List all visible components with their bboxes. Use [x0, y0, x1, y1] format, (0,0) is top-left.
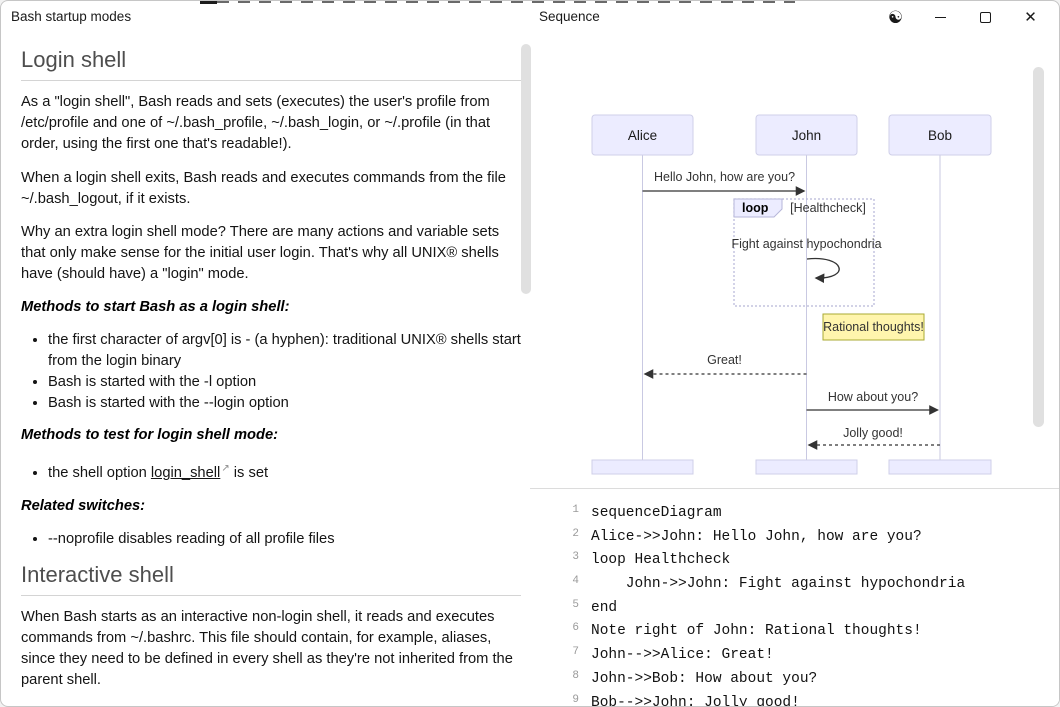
code-editor[interactable]: 1 sequenceDiagram 2 Alice->>John: Hello Jo… — [531, 489, 1060, 707]
line-number: 7 — [557, 641, 579, 665]
list-item: Bash is started with the --login option — [48, 393, 521, 414]
code-line[interactable]: 7 John-->>Alice: Great! — [557, 644, 1060, 668]
external-link-icon: ↗ — [221, 463, 229, 474]
paragraph: When a login shell exits, Bash reads and… — [21, 168, 521, 210]
code-text: Alice->>John: Hello John, how are you? — [591, 529, 922, 545]
line-number: 4 — [557, 570, 579, 594]
loop-label: loop — [742, 201, 769, 215]
line-number: 6 — [557, 617, 579, 641]
sequence-diagram: Alice John Bob Hello John, how are you? … — [531, 1, 1060, 488]
code-text: end — [591, 600, 617, 616]
section-heading-login-shell: Login shell — [21, 47, 521, 81]
list-item: the shell option login_shell↗ is set — [48, 458, 521, 484]
login-shell-link[interactable]: login_shell — [151, 465, 220, 481]
message-label: How about you? — [828, 390, 918, 404]
line-number: 2 — [557, 523, 579, 547]
document-pane: Login shell As a "login shell", Bash rea… — [21, 47, 521, 704]
list-item-text: is set — [230, 465, 268, 481]
code-text: John-->>Alice: Great! — [591, 647, 774, 663]
loop-condition: [Healthcheck] — [790, 201, 866, 215]
document-scrollbar[interactable] — [521, 44, 531, 294]
code-line[interactable]: 6 Note right of John: Rational thoughts! — [557, 620, 1060, 644]
self-message-arrow — [807, 259, 839, 278]
code-text: Note right of John: Rational thoughts! — [591, 623, 922, 639]
actor-box-bob-bottom — [889, 460, 991, 474]
code-text: John->>John: Fight against hypochondria — [591, 576, 965, 592]
code-line[interactable]: 3 loop Healthcheck — [557, 549, 1060, 573]
message-label: Great! — [707, 353, 742, 367]
code-line[interactable]: 1 sequenceDiagram — [557, 502, 1060, 526]
paragraph: As a "login shell", Bash reads and sets … — [21, 92, 521, 156]
actor-label-bob: Bob — [928, 128, 952, 143]
actor-box-alice-bottom — [592, 460, 693, 474]
list-item: the first character of argv[0] is - (a h… — [48, 330, 521, 372]
list-item: Bash is started with the -l option — [48, 372, 521, 393]
actor-box-john-bottom — [756, 460, 857, 474]
note-label: Rational thoughts! — [823, 320, 924, 334]
list-item: --noprofile disables reading of all prof… — [48, 529, 521, 550]
code-text: Bob-->>John: Jolly good! — [591, 695, 800, 707]
code-line[interactable]: 5 end — [557, 597, 1060, 621]
paragraph: When Bash starts as an interactive non-l… — [21, 607, 521, 692]
line-number: 8 — [557, 665, 579, 689]
line-number: 3 — [557, 546, 579, 570]
bullet-list: the shell option login_shell↗ is set — [21, 458, 521, 484]
bullet-list: --noprofile disables reading of all prof… — [21, 529, 521, 550]
code-line[interactable]: 8 John->>Bob: How about you? — [557, 668, 1060, 692]
actor-label-alice: Alice — [628, 128, 657, 143]
code-text: sequenceDiagram — [591, 505, 722, 521]
subheading-methods-test: Methods to test for login shell mode: — [21, 427, 521, 443]
code-text: loop Healthcheck — [591, 552, 730, 568]
message-label: Jolly good! — [843, 426, 903, 440]
message-label: Hello John, how are you? — [654, 170, 795, 184]
background-window-edge — [200, 1, 217, 4]
self-message-label: Fight against hypochondria — [731, 237, 881, 251]
code-text: John->>Bob: How about you? — [591, 671, 817, 687]
subheading-methods-start: Methods to start Bash as a login shell: — [21, 299, 521, 315]
line-number: 1 — [557, 499, 579, 523]
line-number: 5 — [557, 594, 579, 618]
subheading-related-switches: Related switches: — [21, 498, 521, 514]
list-item-text: the shell option — [48, 465, 151, 481]
code-line[interactable]: 4 John->>John: Fight against hypochondri… — [557, 573, 1060, 597]
line-number: 9 — [557, 689, 579, 707]
paragraph: Why an extra login shell mode? There are… — [21, 222, 521, 286]
actor-label-john: John — [792, 128, 821, 143]
code-line[interactable]: 2 Alice->>John: Hello John, how are you? — [557, 526, 1060, 550]
bullet-list: the first character of argv[0] is - (a h… — [21, 330, 521, 415]
code-line[interactable]: 9 Bob-->>John: Jolly good! — [557, 692, 1060, 707]
section-heading-interactive-shell: Interactive shell — [21, 562, 521, 596]
document-title: Bash startup modes — [11, 9, 131, 24]
